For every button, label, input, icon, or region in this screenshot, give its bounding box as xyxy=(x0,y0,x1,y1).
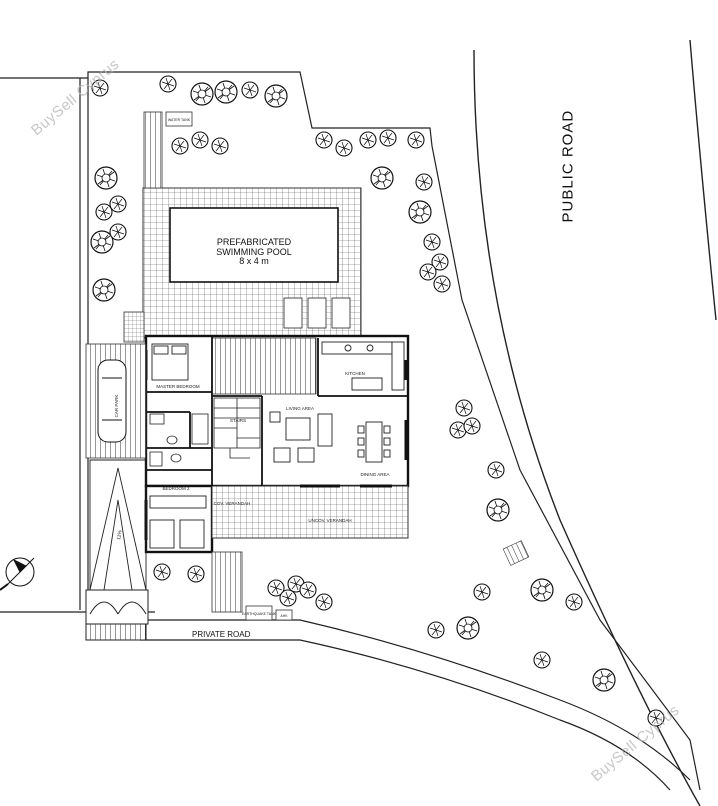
label-dining-area: DINING AREA xyxy=(360,472,389,477)
steps-north-car xyxy=(123,311,145,343)
north-arrow-icon xyxy=(0,557,35,591)
road-edge-steps xyxy=(502,540,530,566)
label-kitchen: KITCHEN xyxy=(345,371,365,376)
ahk-label: AHK xyxy=(280,614,288,618)
verandah-paving xyxy=(211,485,409,539)
living-furniture xyxy=(269,411,333,463)
dining-table xyxy=(357,421,391,463)
ahk-box xyxy=(275,609,293,621)
label-stairs: STAIRS xyxy=(230,418,246,423)
water-tank-label: WATER TANK xyxy=(168,118,191,122)
public-road-curves xyxy=(473,39,717,806)
pool-title: PREFABRICATED SWIMMING POOL xyxy=(170,237,338,257)
swimming-pool xyxy=(169,207,339,283)
room-labels: MASTER BEDROOM KITCHEN LIVING AREA DININ… xyxy=(114,371,390,523)
house xyxy=(144,334,410,554)
car xyxy=(97,359,127,443)
bathroom-fixtures xyxy=(149,413,209,467)
label-uncovered-verandah: UNCOV. VERANDAH xyxy=(308,518,351,523)
pool-title-line1: PREFABRICATED xyxy=(216,237,292,247)
label-living-area: LIVING AREA xyxy=(286,406,314,411)
label-master-bedroom: MASTER BEDROOM xyxy=(156,384,200,389)
kitchen-counters xyxy=(321,341,405,391)
bedroom2-beds xyxy=(149,495,207,549)
label-car-park: CAR PARK xyxy=(114,395,119,418)
side-steps xyxy=(211,551,243,613)
pool-size: 8 x 4 m xyxy=(239,256,269,266)
pool-steps xyxy=(143,111,163,189)
slope-label: 11% xyxy=(116,529,124,540)
earthquake-tank xyxy=(245,605,273,621)
covered-verandah xyxy=(211,337,317,395)
private-road-label: PRIVATE ROAD xyxy=(192,630,251,639)
water-tank xyxy=(165,111,193,127)
earthquake-tank-label: EARTHQUAKE TANK xyxy=(242,612,277,616)
driveway xyxy=(89,459,147,591)
stairs xyxy=(213,397,261,459)
label-bedroom2: BEDROOM 2 xyxy=(162,486,190,491)
public-road-label: PUBLIC ROAD xyxy=(559,109,577,223)
master-bed xyxy=(151,343,189,381)
pool-title-line2: SWIMMING POOL xyxy=(216,247,292,257)
label-covered-verandah: COV. VERANDAH xyxy=(214,501,251,506)
entrance-gate xyxy=(85,589,149,641)
sun-loungers xyxy=(283,297,351,329)
